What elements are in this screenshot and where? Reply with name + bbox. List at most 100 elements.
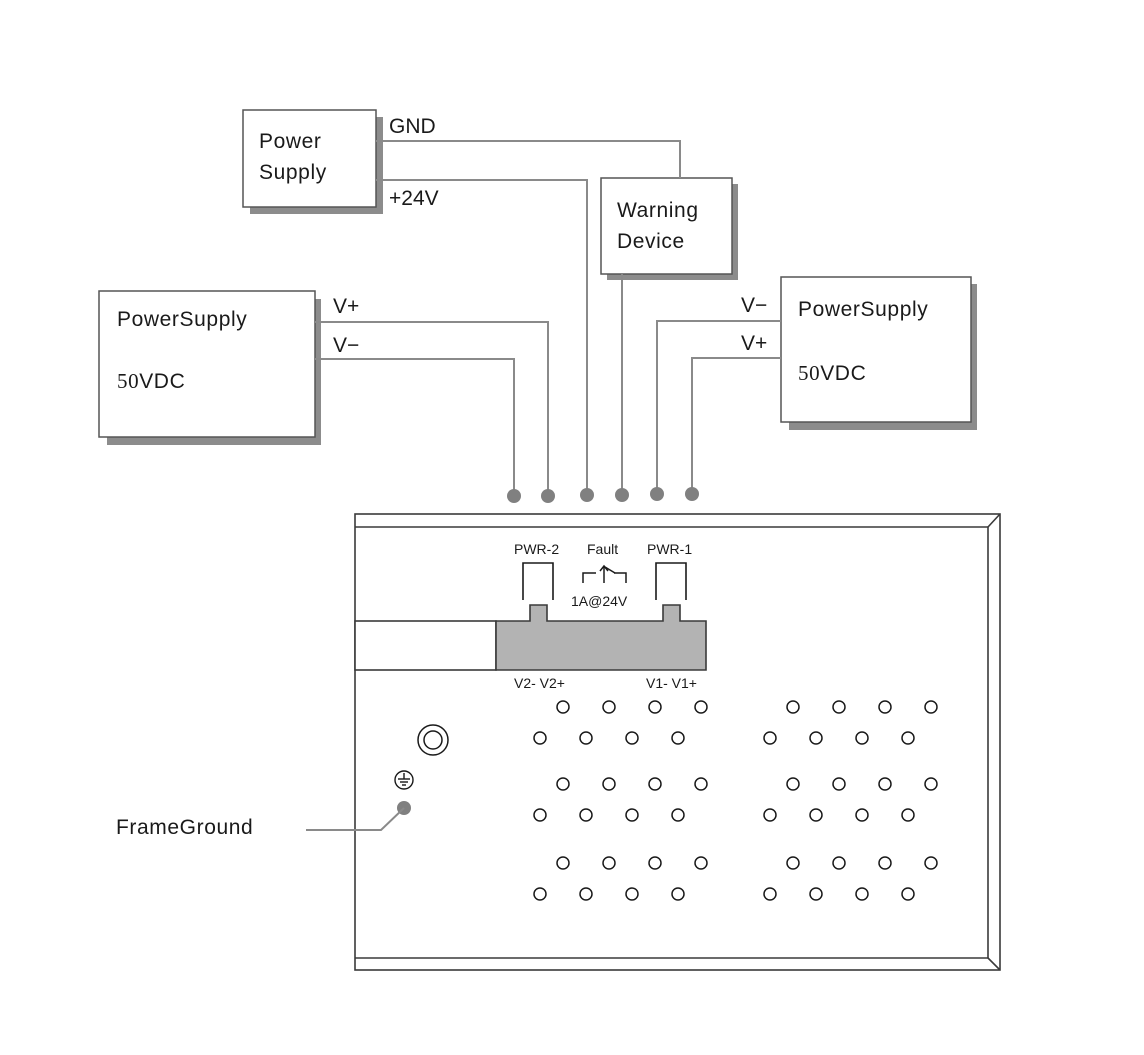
vent-hole (832, 777, 846, 791)
vent-hole (556, 700, 570, 714)
earth-circle (394, 770, 414, 790)
power-supply-right-name: PowerSupply (798, 298, 928, 321)
wire-left-vplus (315, 321, 549, 495)
screw-inner (423, 730, 443, 750)
vent-hole (901, 808, 915, 822)
terminal-dot (507, 489, 521, 503)
vent-hole (648, 700, 662, 714)
vent-hole (671, 808, 685, 822)
warning-device-line2: Device (617, 230, 685, 253)
earth-ground-icon (394, 770, 414, 790)
vent-hole (602, 856, 616, 870)
chassis-outer (354, 513, 1001, 971)
power-supply-top: Power Supply (242, 109, 383, 214)
vent-hole (924, 700, 938, 714)
pwr2-label: PWR-2 (514, 541, 559, 557)
vent-hole (924, 777, 938, 791)
terminal-dot (580, 488, 594, 502)
relay-right (614, 572, 627, 583)
vent-hole (855, 731, 869, 745)
frame-ground-leader (306, 807, 405, 831)
wire-gnd (376, 140, 681, 178)
box (600, 177, 733, 275)
power-supply-right: PowerSupply 50VDC (780, 276, 977, 430)
vent-hole (809, 731, 823, 745)
vent-hole (671, 887, 685, 901)
v24-label: +24V (389, 187, 439, 210)
wires (315, 140, 781, 495)
power-supply-right-voltage: 50VDC (798, 361, 866, 385)
vent-hole (556, 777, 570, 791)
vent-hole (579, 887, 593, 901)
vent-hole (556, 856, 570, 870)
vent-hole (855, 808, 869, 822)
box (242, 109, 377, 208)
ground-screw-icon (417, 724, 449, 756)
vent-hole (809, 808, 823, 822)
vent-hole (602, 777, 616, 791)
vent-hole (832, 856, 846, 870)
vent-hole (901, 731, 915, 745)
vent-hole (878, 777, 892, 791)
vent-hole (533, 731, 547, 745)
vent-hole (878, 700, 892, 714)
pwr1-bracket (655, 562, 687, 600)
wire-right-vminus (656, 320, 781, 494)
vent-hole (763, 887, 777, 901)
left-vplus-label: V+ (333, 295, 359, 318)
vent-hole (648, 777, 662, 791)
vent-hole (533, 887, 547, 901)
voltage-unit: VDC (139, 370, 185, 393)
box (98, 290, 316, 438)
relay-left (582, 572, 596, 583)
voltage-number: 50 (798, 361, 820, 385)
power-supply-left-voltage: 50VDC (117, 369, 185, 393)
vent-hole (763, 731, 777, 745)
vent-hole (763, 808, 777, 822)
frame-ground-label: FrameGround (116, 816, 253, 839)
relay-arrow (599, 564, 609, 572)
gnd-label: GND (389, 115, 436, 138)
vent-hole (901, 887, 915, 901)
v2-pins-label: V2- V2+ (514, 675, 565, 691)
warning-device: Warning Device (600, 177, 738, 280)
vent-hole (694, 700, 708, 714)
vent-hole (786, 856, 800, 870)
wire-right-vplus (691, 357, 781, 494)
vent-hole (602, 700, 616, 714)
vent-hole (625, 887, 639, 901)
terminal-block-body (495, 604, 707, 671)
power-supply-left-name: PowerSupply (117, 308, 247, 331)
chassis-bevel-bottom (987, 957, 1001, 971)
vent-hole (694, 777, 708, 791)
vent-hole (878, 856, 892, 870)
vent-hole (809, 887, 823, 901)
fault-label: Fault (587, 541, 618, 557)
relay-rating-label: 1A@24V (571, 593, 628, 609)
terminal-dots (507, 487, 699, 503)
v1-pins-label: V1- V1+ (646, 675, 697, 691)
vent-hole (671, 731, 685, 745)
terminal-dot (615, 488, 629, 502)
terminal-dot (541, 489, 555, 503)
voltage-number: 50 (117, 369, 139, 393)
warning-device-line1: Warning (617, 199, 699, 222)
vent-hole (625, 731, 639, 745)
vent-holes (533, 700, 938, 901)
vent-hole (579, 731, 593, 745)
power-supply-left: PowerSupply 50VDC (98, 290, 321, 445)
left-vminus-label: V− (333, 334, 359, 357)
terminal-slot (354, 620, 497, 671)
terminal-dot (685, 487, 699, 501)
pwr2-bracket (522, 562, 554, 600)
screw-outer (417, 724, 449, 756)
terminal-block (354, 562, 707, 671)
terminal-dot (650, 487, 664, 501)
pwr1-label: PWR-1 (647, 541, 692, 557)
vent-hole (786, 777, 800, 791)
vent-hole (786, 700, 800, 714)
vent-hole (533, 808, 547, 822)
voltage-unit: VDC (820, 362, 866, 385)
power-supply-top-line1: Power (259, 130, 322, 153)
relay-blade (604, 566, 616, 574)
